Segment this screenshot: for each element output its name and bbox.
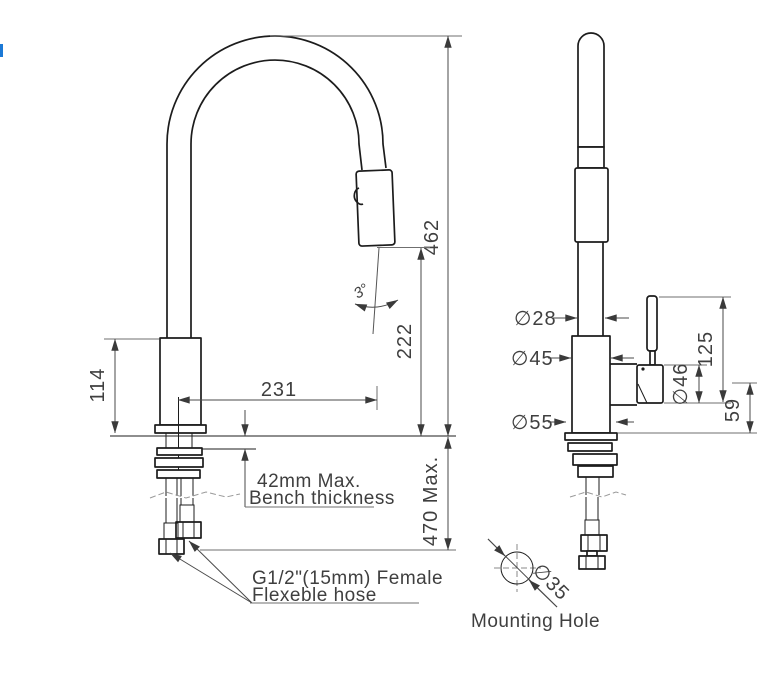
dim-3deg-label: 3° [351,280,372,302]
front-spout-outline [166,35,387,340]
dim-114-label: 114 [87,368,109,403]
dim-125: 125 [659,296,731,403]
dim-462: 462 [270,35,462,437]
note-hose-line2: Flexeble hose [252,585,377,606]
dim-d45: ∅45 [511,348,634,370]
dim-222-label: 222 [394,323,416,359]
side-mounting-hardware [567,442,627,570]
blue-edge-marker [0,44,3,57]
dim-d35-label: ∅35 [528,559,574,605]
mounting-hole-circle [500,551,534,585]
side-view: ∅28 ∅45 ∅55 ∅46 125 [511,32,757,570]
dim-222: 222 [377,247,430,437]
front-body [154,337,207,477]
dim-462-label: 462 [421,219,443,255]
dim-59: 59 [618,382,757,434]
note-bench-line2: Bench thickness [249,488,395,509]
water-stream-line [372,247,380,335]
dim-d46: ∅46 [664,363,731,406]
note-flexible-hose: G1/2"(15mm) Female Flexeble hose [169,540,443,606]
mounting-hole-detail: ∅35 Mounting Hole [471,538,600,632]
front-spray-head [353,169,396,335]
dim-d55: ∅55 [511,412,634,434]
front-hose-right [175,498,202,539]
side-handle [636,295,664,404]
dim-470-label: 470 Max. [420,456,442,546]
dim-231-label: 231 [261,379,297,401]
note-hose-line1: G1/2"(15mm) Female [252,568,443,589]
dim-3deg: 3° [351,280,399,312]
side-body [564,335,637,441]
note-bench-line1: 42mm Max. [257,471,361,492]
mounting-hole-caption: Mounting Hole [471,611,600,632]
front-mounting-hardware [149,432,241,555]
dim-125-label: 125 [695,331,717,367]
dim-231: 231 [177,379,378,410]
spray-head-clip [353,187,364,206]
dim-d45-label: ∅45 [511,348,554,370]
side-spout-outline [574,32,609,336]
front-view: 462 470 Max. 222 231 114 3° [87,35,462,606]
dim-d55-label: ∅55 [511,412,554,434]
dim-d28-label: ∅28 [514,308,557,330]
dim-d46-label: ∅46 [670,363,692,406]
note-bench-thickness: 42mm Max. Bench thickness [241,410,395,509]
dim-59-label: 59 [722,398,744,422]
dim-d28: ∅28 [514,308,629,330]
dim-470-max: 470 Max. [420,436,452,551]
dim-114: 114 [87,338,159,434]
